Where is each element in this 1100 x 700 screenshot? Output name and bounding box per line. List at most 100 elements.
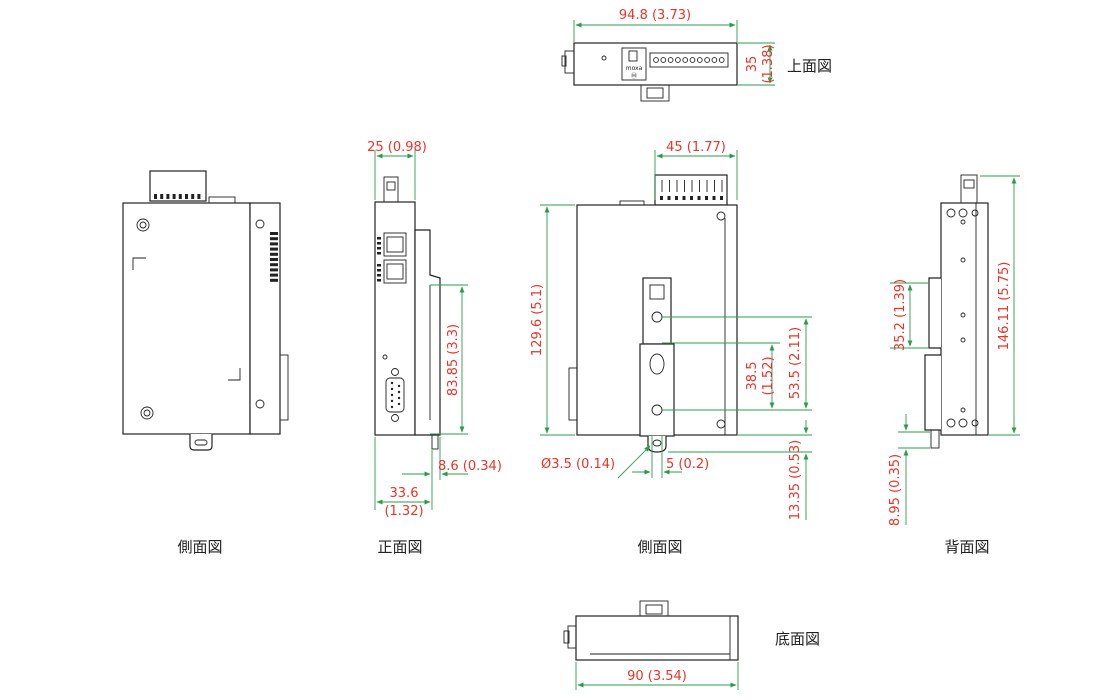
left-side-terminal-pins <box>154 194 201 199</box>
left-side-corner-mark-bottom <box>228 368 241 381</box>
back-hole <box>960 337 966 343</box>
top-view-logo-text: moxa <box>626 65 643 72</box>
top-width-dimension: 94.8 (3.73) <box>619 8 691 23</box>
top-view-logo-mark: Ⓜ <box>631 72 637 80</box>
side-width-dimension: 45 (1.77) <box>666 140 726 155</box>
back-hole <box>958 208 968 218</box>
db9-pin <box>397 396 401 400</box>
left-side-top-clip <box>208 196 236 204</box>
left-side-view: 側面図 <box>122 170 289 556</box>
terminal-screw <box>711 57 718 63</box>
top-view: moxa Ⓜ 94.8 (3.73) 35 (1.38) 上面図 <box>561 8 832 102</box>
left-side-din-rail <box>279 354 289 421</box>
right-side-screw-bottom <box>716 419 726 429</box>
left-side-corner-mark-top <box>132 257 146 270</box>
top-view-terminal-block <box>649 52 729 68</box>
left-side-vents <box>270 232 278 282</box>
terminal-pin <box>720 196 723 200</box>
left-side-panel-screw-top <box>255 219 265 229</box>
terminal-pin <box>697 196 701 200</box>
back-view: 35.2 (1.39) 146.11 (5.75) 8.95 (0.35) 背面… <box>888 174 1020 556</box>
back-hole <box>960 257 966 263</box>
right-side-view: 45 (1.77) 129.6 (5.1) 38.5 (1.52) 53.5 (… <box>530 140 812 556</box>
led <box>377 274 381 277</box>
right-side-din-plate-bottom <box>639 343 675 437</box>
led <box>377 269 381 272</box>
terminal-screw <box>682 57 689 63</box>
right-side-din-square <box>649 284 665 300</box>
bottom-view: 90 (3.54) 底面図 <box>563 600 820 690</box>
right-side-terminal-block <box>654 174 728 206</box>
bottom-view-body <box>575 615 739 661</box>
front-view-reset <box>382 354 388 360</box>
front-view-din-clip <box>414 229 441 436</box>
terminal-pin <box>185 194 188 199</box>
vent-slot <box>270 258 278 261</box>
back-view-body <box>940 202 989 436</box>
left-side-body <box>122 202 251 435</box>
right-side-terminal-pins <box>660 180 723 200</box>
vent-slot <box>270 268 278 272</box>
vent-slot <box>270 247 278 251</box>
back-hole <box>960 407 966 413</box>
front-view-db9-screw-top <box>391 368 399 376</box>
back-hole <box>971 419 979 427</box>
right-side-view-label: 側面図 <box>637 538 682 556</box>
db9-pin <box>397 402 401 406</box>
front-view-db9-screw-bottom <box>391 414 399 422</box>
vent-slot <box>270 237 278 241</box>
terminal-screw <box>653 57 659 63</box>
terminal-pin <box>690 196 693 200</box>
top-view-din-clip <box>640 84 670 102</box>
front-view: 25 (0.98) 83.85 (3.3) 8.6 (0.34) 33.6 (1… <box>367 140 502 556</box>
left-side-panel-screw-bottom <box>255 399 265 409</box>
hole-spacing-2-dimension: 53.5 (2.11) <box>788 327 803 399</box>
terminal-pin <box>191 194 195 199</box>
terminal-pin <box>197 194 201 199</box>
bottom-view-label: 底面図 <box>775 630 820 648</box>
back-hole <box>960 312 966 318</box>
front-depth-dimension-in: (1.32) <box>384 504 423 519</box>
hole-offset-dimension: 5 (0.2) <box>666 457 709 472</box>
front-view-bottom-tab <box>431 434 439 450</box>
terminal-screw <box>675 57 681 63</box>
terminal-screw <box>689 57 696 63</box>
db9-pin <box>390 381 394 385</box>
terminal-screw <box>696 57 703 63</box>
terminal-pin <box>166 194 170 199</box>
top-depth-dimension-in: (1.38) <box>761 44 776 83</box>
back-hole <box>958 418 968 428</box>
right-side-bottom-tab <box>647 436 667 453</box>
top-view-label-plate <box>621 47 647 81</box>
back-view-din-clip-top <box>928 277 941 349</box>
terminal-pin <box>682 196 686 200</box>
hole-diameter-leader <box>617 445 651 479</box>
top-view-led <box>601 55 607 61</box>
front-view-body <box>374 201 416 436</box>
terminal-pin <box>172 194 176 199</box>
led <box>377 247 381 250</box>
top-depth-dimension-mm: 35 <box>745 56 760 73</box>
right-side-din-slot <box>649 353 665 375</box>
back-hole <box>960 219 966 225</box>
terminal-pin <box>178 194 182 199</box>
back-view-holes <box>946 208 979 428</box>
terminal-pin <box>712 196 716 200</box>
hole-spacing-1-dimension-mm: 38.5 <box>745 362 760 391</box>
back-hole <box>971 209 979 217</box>
terminal-pin <box>160 194 164 199</box>
terminal-pin <box>154 194 157 199</box>
led <box>377 237 381 240</box>
back-rail-dimension: 35.2 (1.39) <box>893 279 908 351</box>
back-total-dimension: 146.11 (5.75) <box>997 262 1012 351</box>
back-view-label: 背面図 <box>944 538 989 556</box>
left-side-bottom-tab <box>189 434 213 451</box>
vent-slot <box>270 232 278 235</box>
front-view-ethernet-port-2 <box>383 259 407 284</box>
terminal-screw <box>667 57 674 63</box>
terminal-pin <box>667 196 671 200</box>
front-view-db9-port <box>385 377 405 413</box>
vent-slot <box>270 252 278 256</box>
left-side-view-label: 側面図 <box>177 538 222 556</box>
